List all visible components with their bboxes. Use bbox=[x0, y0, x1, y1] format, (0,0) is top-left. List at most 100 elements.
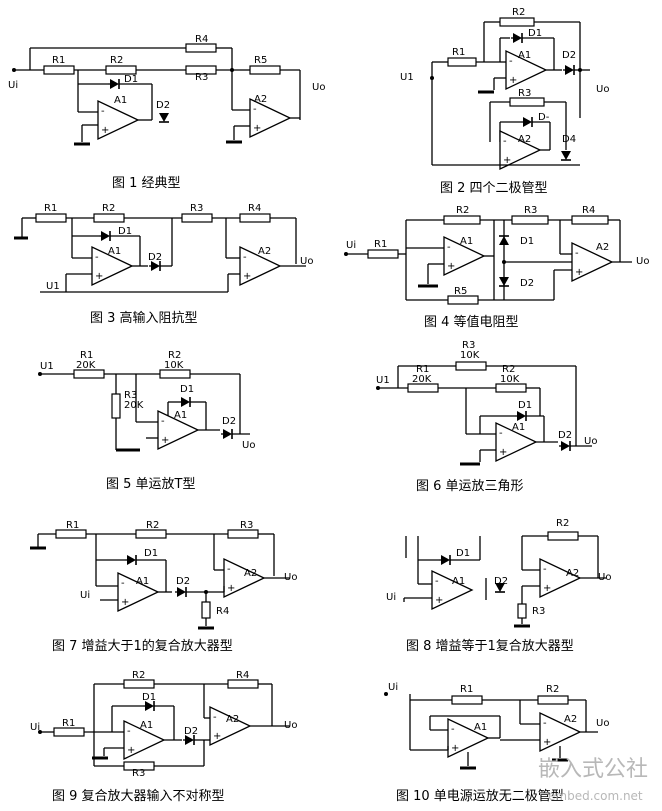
figure-2-four-diodes: U1 R1 R2 R3 D1 D2 D- D4 A1 A2 Uo 图 2 四个二… bbox=[400, 7, 609, 196]
label-r4: R4 bbox=[216, 606, 229, 617]
resistor-r1 bbox=[55, 529, 87, 539]
label-a1: A1 bbox=[174, 410, 187, 421]
label-a1: A1 bbox=[140, 720, 153, 731]
resistor-r2 bbox=[123, 679, 155, 689]
resistor-r1 bbox=[73, 369, 105, 379]
label-r3-value: 10K bbox=[460, 350, 480, 361]
resistor-r5 bbox=[249, 65, 281, 75]
label-r1: R1 bbox=[416, 364, 429, 375]
figure-3-high-input-impedance: U1 R1 R2 R3 R4 D1 D2 A1 A2 Uo 图 3 高输入阻抗型 bbox=[14, 203, 313, 326]
diode-d2 bbox=[220, 428, 233, 440]
diode-d2 bbox=[558, 440, 571, 452]
figure-5-single-opamp-t: U1 R1 20K R2 10K R3 20K D1 D2 A1 Uo 图 5 … bbox=[38, 350, 255, 492]
label-r1: R1 bbox=[452, 47, 465, 58]
diode-d1 bbox=[107, 78, 120, 90]
label-r3: R3 bbox=[240, 520, 253, 531]
label-d1: D1 bbox=[124, 74, 138, 85]
resistor-r4 bbox=[227, 679, 259, 689]
label-a1: A1 bbox=[518, 50, 531, 61]
label-a2: A2 bbox=[244, 568, 257, 579]
label-r1: R1 bbox=[66, 520, 79, 531]
label-ui: U1 bbox=[400, 72, 414, 83]
label-a1: A1 bbox=[108, 246, 121, 257]
label-uo: Uo bbox=[284, 720, 297, 731]
resistor-r3 bbox=[227, 529, 259, 539]
resistor-r1 bbox=[53, 727, 85, 737]
caption-figure-3: 图 3 高输入阻抗型 bbox=[90, 310, 198, 326]
label-d1: D1 bbox=[144, 548, 158, 559]
resistor-r2 bbox=[547, 531, 579, 541]
label-r1: R1 bbox=[44, 203, 57, 214]
figure-8-composite-gain-eq-1: Ui R2 R3 D1 D2 A1 A2 Uo 图 8 增益等于1复合放大器型 bbox=[386, 518, 611, 654]
label-r1: R1 bbox=[80, 350, 93, 361]
label-d2: D2 bbox=[184, 726, 198, 737]
figure-6-single-opamp-triangle: U1 R1 20K R2 10K R3 10K D1 D2 A1 Uo 图 6 … bbox=[376, 340, 597, 494]
figure-4-equal-resistors: Ui R1 R2 R3 R4 R5 D1 D2 A1 A2 Uo 图 4 等值电… bbox=[344, 205, 649, 330]
label-d2: D2 bbox=[494, 576, 508, 587]
label-r2: R2 bbox=[502, 364, 515, 375]
watermark-title: 嵌入式公社 bbox=[538, 757, 648, 782]
label-d2: D2 bbox=[558, 430, 572, 441]
diode-d2 bbox=[158, 112, 170, 123]
label-a1: A1 bbox=[114, 95, 127, 106]
diode-d1 bbox=[510, 32, 523, 44]
label-a2: A2 bbox=[518, 134, 531, 145]
label-d1: D1 bbox=[142, 692, 156, 703]
label-uo: Uo bbox=[598, 572, 611, 583]
label-r1-value: 20K bbox=[76, 360, 96, 371]
label-ui: Ui bbox=[386, 592, 396, 603]
label-a2: A2 bbox=[226, 714, 239, 725]
label-r1: R1 bbox=[460, 684, 473, 695]
diode-d2 bbox=[562, 64, 575, 76]
label-r2: R2 bbox=[132, 670, 145, 681]
label-d1: D1 bbox=[518, 400, 532, 411]
resistor-r3 bbox=[517, 603, 527, 619]
label-ui: Ui bbox=[388, 682, 398, 693]
resistor-r3 bbox=[511, 215, 549, 225]
diode-d1 bbox=[498, 235, 510, 246]
resistor-r2 bbox=[135, 529, 167, 539]
label-a1: A1 bbox=[512, 422, 525, 433]
label-r2: R2 bbox=[102, 203, 115, 214]
label-r5: R5 bbox=[254, 55, 267, 66]
diode-d3 bbox=[520, 116, 533, 128]
label-r2: R2 bbox=[146, 520, 159, 531]
resistor-r2 bbox=[93, 213, 125, 223]
resistor-r4 bbox=[201, 601, 211, 619]
label-r2-value: 10K bbox=[164, 360, 184, 371]
label-a2: A2 bbox=[566, 568, 579, 579]
label-r3: R3 bbox=[462, 340, 475, 351]
resistor-r2 bbox=[443, 215, 481, 225]
resistor-r4 bbox=[571, 215, 609, 225]
caption-figure-6: 图 6 单运放三角形 bbox=[416, 479, 524, 494]
caption-figure-1: 图 1 经典型 bbox=[112, 176, 181, 191]
label-r3: R3 bbox=[124, 390, 137, 401]
label-d3: D- bbox=[538, 112, 550, 123]
resistor-r2 bbox=[105, 65, 137, 75]
caption-figure-8: 图 8 增益等于1复合放大器型 bbox=[406, 638, 574, 654]
label-d2: D2 bbox=[562, 50, 576, 61]
resistor-r2 bbox=[159, 369, 191, 379]
resistor-r3 bbox=[181, 213, 213, 223]
label-a2: A2 bbox=[596, 242, 609, 253]
label-r5: R5 bbox=[454, 286, 467, 297]
label-r3: R3 bbox=[195, 72, 208, 83]
label-r1-value: 20K bbox=[412, 374, 432, 385]
caption-figure-4: 图 4 等值电阻型 bbox=[424, 314, 519, 330]
resistor-r1 bbox=[35, 213, 67, 223]
diode-d2 bbox=[174, 586, 187, 598]
diode-d1 bbox=[178, 396, 191, 408]
label-d1: D1 bbox=[118, 226, 132, 237]
resistor-r2 bbox=[495, 383, 527, 393]
resistor-r2 bbox=[499, 17, 535, 27]
caption-figure-5: 图 5 单运放T型 bbox=[106, 477, 195, 492]
label-d2: D2 bbox=[176, 576, 190, 587]
label-a1: A1 bbox=[136, 576, 149, 587]
resistor-r3 bbox=[111, 393, 121, 419]
caption-figure-2: 图 2 四个二极管型 bbox=[440, 181, 548, 196]
label-d4: D4 bbox=[562, 134, 576, 145]
resistor-r1 bbox=[367, 249, 399, 259]
label-uo: Uo bbox=[596, 84, 609, 95]
figure-7-composite-gain-gt-1: Ui R1 R2 R3 R4 D1 D2 A1 A2 Uo 图 7 增益大于1的… bbox=[30, 520, 297, 654]
